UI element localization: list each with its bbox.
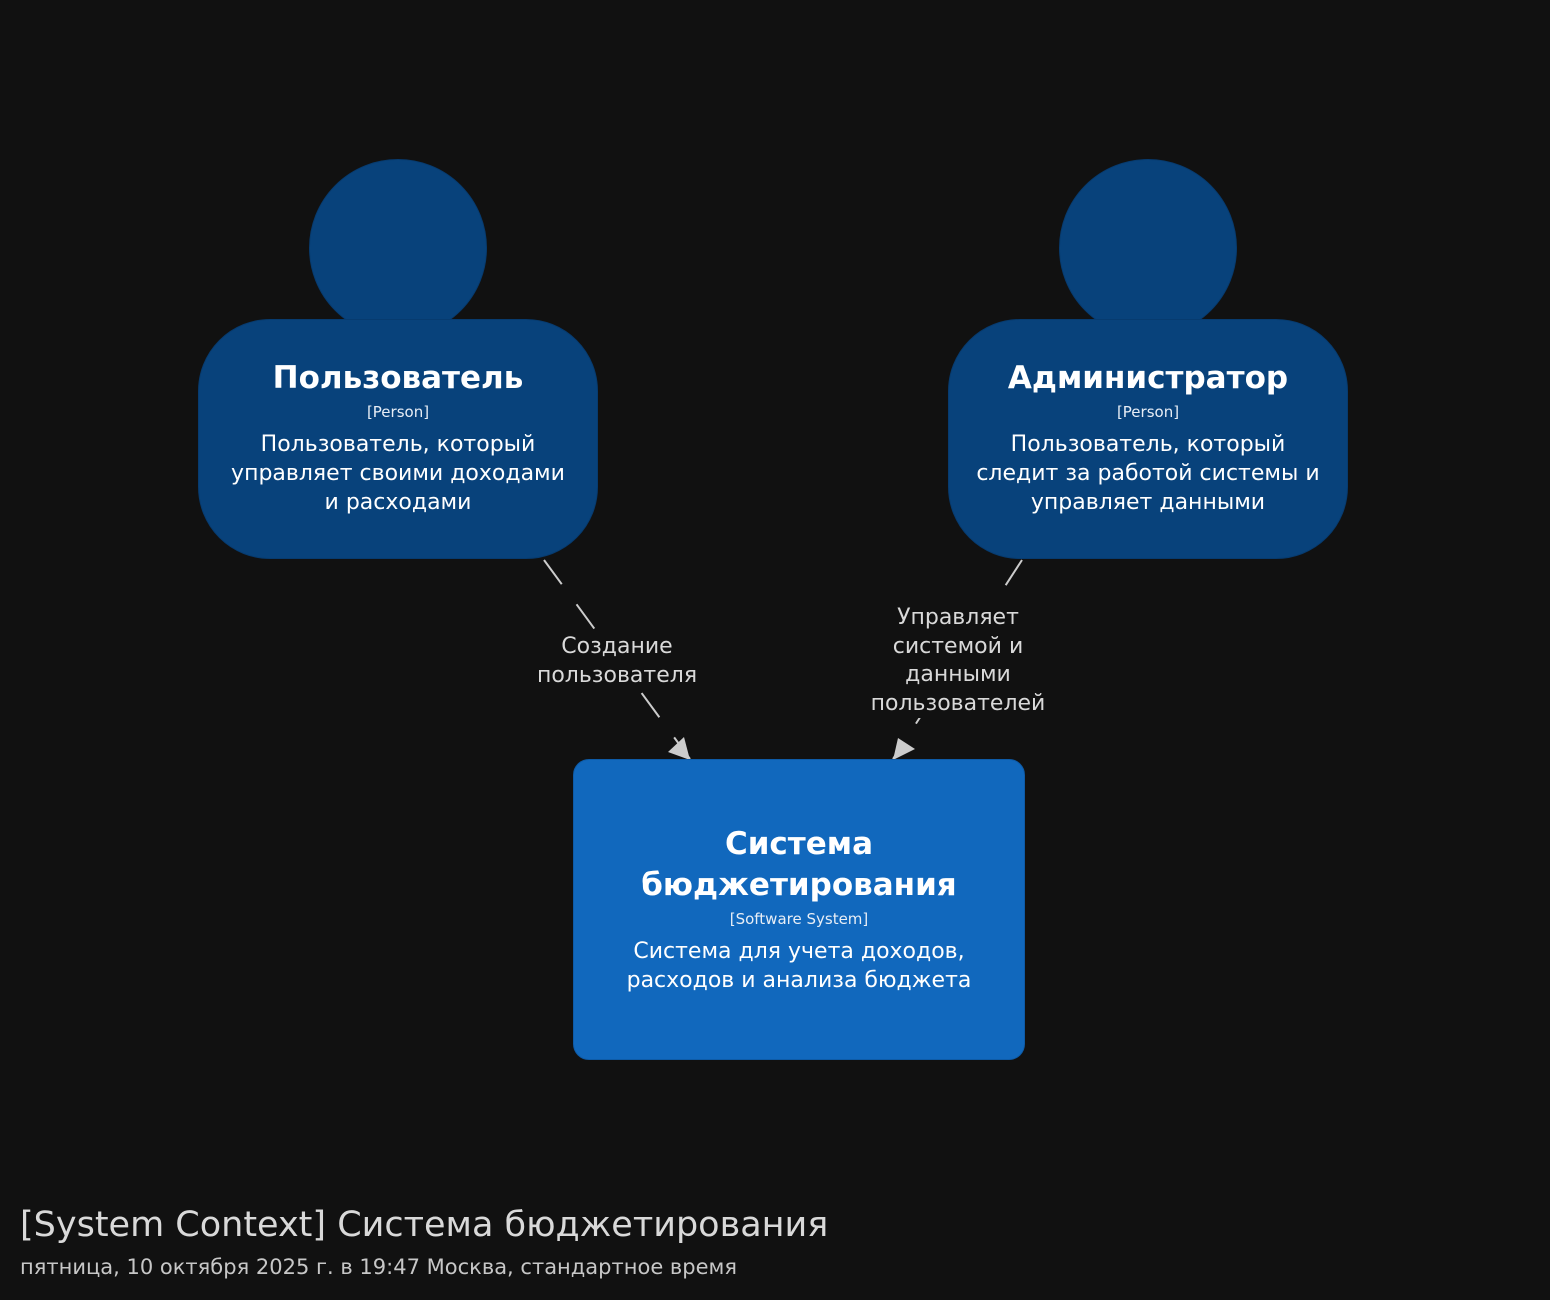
budget-system-name: Система бюджетирования [641,826,957,903]
budget-system-element[interactable]: Система бюджетирования [Software System]… [573,759,1025,1060]
admin-person-head [1059,159,1237,337]
diagram-title: [System Context] Система бюджетирования [20,1205,829,1245]
budget-system-description: Система для учета доходов, расходов и ан… [626,939,972,993]
admin-person-name: Администратор [1007,360,1289,396]
edge-label-user-to-system: Создание пользователя [527,633,707,690]
user-person-element[interactable]: Пользователь [Person] Пользователь, кото… [198,319,598,559]
admin-person-element[interactable]: Администратор [Person] Пользователь, кот… [948,319,1348,559]
admin-person-type: [Person] [1116,403,1180,421]
arrowhead-user-to-system [668,737,690,760]
user-person-description: Пользователь, который управляет своими д… [231,432,565,515]
edge-label-admin-to-system: Управляет системой и данными пользовател… [868,604,1048,718]
user-person-head [309,159,487,337]
budget-system-type: [Software System] [729,910,869,928]
user-person-type: [Person] [366,403,430,421]
diagram-timestamp: пятница, 10 октября 2025 г. в 19:47 Моск… [20,1255,738,1279]
admin-person-description: Пользователь, который следит за работой … [976,432,1320,515]
arrowhead-admin-to-system [893,738,915,760]
user-person-name: Пользователь [272,360,524,396]
